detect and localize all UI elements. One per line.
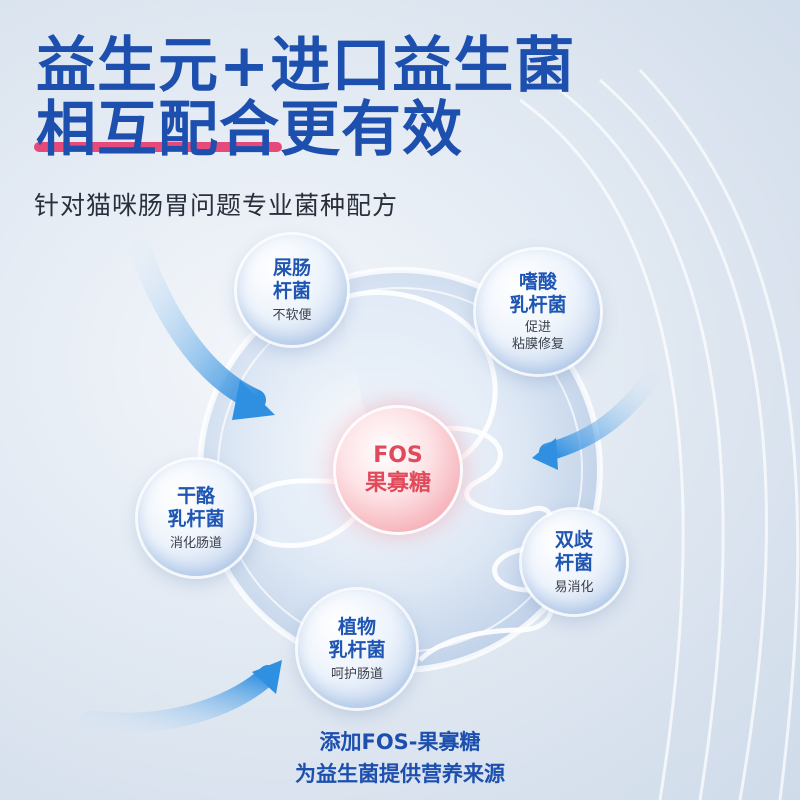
headline-highlight: 相互配合 — [34, 100, 282, 160]
bubble-title: 杆菌 — [554, 551, 593, 574]
arrow-right — [539, 371, 659, 461]
flow-arrows — [80, 239, 659, 733]
bubble-desc: 消化肠道 — [169, 535, 222, 551]
bubble-acidophilus: 嗜酸 乳杆菌 促进 粘膜修复 — [476, 250, 600, 374]
bubble-desc: 不软便 — [272, 307, 312, 323]
bubble-title: 屎肠 — [272, 256, 311, 279]
arrow-bottom-left — [80, 665, 278, 733]
bubble-title: 双歧 — [554, 528, 593, 551]
bubble-title: 乳杆菌 — [509, 294, 567, 316]
bubble-desc: 粘膜修复 — [511, 337, 564, 352]
footer-line1: 添加FOS-果寡糖 — [319, 730, 481, 754]
arrow-right-head — [532, 438, 558, 470]
subtitle: 针对猫咪肠胃问题专业菌种配方 — [34, 191, 399, 220]
center-fos-bubble: FOS 果寡糖 — [336, 408, 460, 532]
bubble-title: 嗜酸 — [518, 271, 557, 293]
bubble-desc: 易消化 — [554, 579, 594, 595]
bubble-title: 乳杆菌 — [167, 507, 225, 530]
center-line1: FOS — [373, 443, 423, 468]
headline-line1: 益生元+进口益生菌 — [36, 31, 576, 101]
bubble-title: 乳杆菌 — [328, 638, 386, 661]
arrow-top-left — [129, 239, 266, 411]
headline-highlight-text: 相互配合 — [36, 95, 280, 165]
bubble-desc: 促进 — [524, 320, 551, 335]
arrow-top-left-head — [232, 380, 275, 420]
footer-line2: 为益生菌提供营养来源 — [295, 762, 505, 786]
bubble-plantarum: 植物 乳杆菌 呵护肠道 — [298, 590, 416, 708]
bubble-casei: 干酪 乳杆菌 消化肠道 — [138, 460, 254, 576]
bubble-title: 干酪 — [176, 484, 215, 507]
center-line2: 果寡糖 — [364, 471, 431, 496]
bubble-enterococcus: 屎肠 杆菌 不软便 — [237, 235, 347, 345]
background-waves — [519, 68, 800, 800]
bubble-bifidobacterium: 双歧 杆菌 易消化 — [522, 510, 626, 614]
bubble-title: 杆菌 — [272, 279, 311, 302]
headline-rest-text: 更有效 — [280, 95, 463, 165]
arrow-bottom-left-head — [252, 660, 282, 694]
bubble-title: 植物 — [337, 615, 376, 638]
headline-line2: 相互配合 更有效 — [34, 100, 463, 160]
bubble-desc: 呵护肠道 — [330, 666, 383, 682]
